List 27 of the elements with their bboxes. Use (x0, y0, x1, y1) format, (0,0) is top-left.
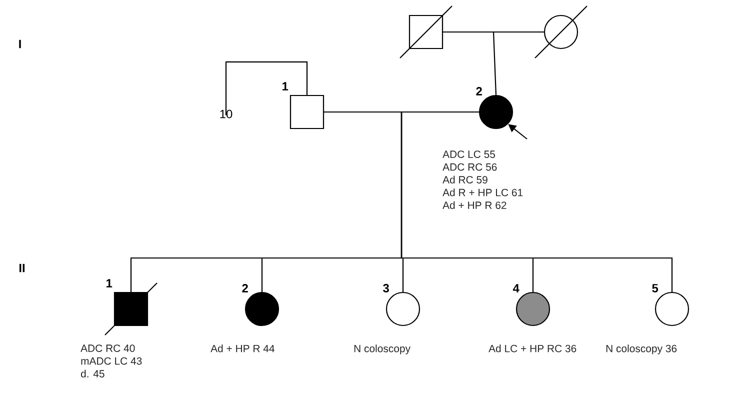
individual-number: 5 (652, 284, 658, 292)
annotation-text: ADC RC 40 mADC LC 43 d. 45 (80, 344, 142, 378)
individual-number: 1 (282, 82, 288, 90)
generation-label: II (19, 264, 25, 272)
individual-number: 3 (383, 284, 389, 292)
descent-line (442, 31, 544, 96)
node-label: ADC RC 56 (442, 163, 497, 171)
annotation-text: N coloscopy (354, 344, 410, 354)
descent-line (324, 111, 673, 292)
deceased-male-square (400, 6, 452, 58)
individual-number: 2 (476, 87, 482, 96)
sibship-count: 10 (220, 110, 232, 118)
node-label: ADC LC 55 (442, 150, 496, 158)
node-label: Ad + HP R 62 (442, 201, 506, 209)
individual-number: 2 (242, 284, 248, 292)
deceased-female-circle (534, 6, 588, 58)
node-label: Ad RC 59 (442, 176, 488, 184)
individual-number: 1 (106, 279, 112, 288)
annotation-text: Ad LC + HP RC 36 (488, 344, 576, 352)
annotation-text: N coloscopy 36 (606, 344, 677, 354)
individual-number: 4 (512, 284, 520, 292)
generation-label: I (19, 40, 21, 48)
proband-arrow (508, 124, 528, 140)
node-label: Ad R + HP LC 61 (442, 188, 523, 196)
annotation-text: Ad + HP R 44 (210, 344, 274, 352)
annotation-text: ADC LC 55 ADC RC 56 Ad RC 59 Ad R + HP LC 61 Ad + HP R 62 (442, 150, 523, 209)
sibship-line (225, 61, 308, 116)
